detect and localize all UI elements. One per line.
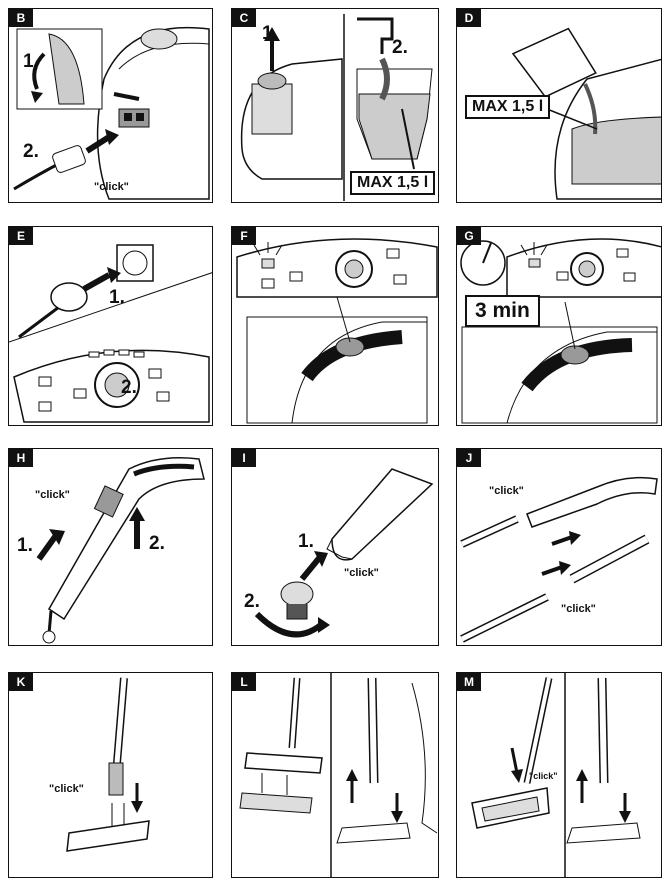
click-label-bottom: "click" bbox=[561, 603, 596, 615]
panel-letter: E bbox=[9, 227, 33, 245]
panel-letter: L bbox=[232, 673, 256, 691]
panel-f-illustration bbox=[236, 238, 438, 424]
panel-letter: J bbox=[457, 449, 481, 467]
panel-g-illustration bbox=[460, 238, 661, 424]
step-1-label: 1. bbox=[17, 535, 33, 556]
panel-g: G 3 min bbox=[456, 226, 662, 426]
panel-c: C 1. 2. MAX 1,5 l bbox=[231, 8, 439, 203]
click-label: "click" bbox=[529, 771, 558, 781]
panel-letter: I bbox=[232, 449, 256, 467]
step-1-label: 1. bbox=[109, 287, 125, 308]
panel-h: H 1. 2. "click" bbox=[8, 448, 213, 646]
step-1-label: 1. bbox=[23, 51, 39, 72]
panel-l: L bbox=[231, 672, 439, 878]
panel-letter: M bbox=[457, 673, 481, 691]
step-1-label: 1. bbox=[262, 23, 278, 44]
panel-k: K "click" bbox=[8, 672, 213, 878]
panel-letter: H bbox=[9, 449, 33, 467]
panel-b-illustration bbox=[13, 26, 210, 200]
panel-e: E 1. 2. bbox=[8, 226, 213, 426]
time-label: 3 min bbox=[465, 295, 540, 327]
step-2-label: 2. bbox=[121, 377, 137, 398]
click-label: "click" bbox=[94, 181, 129, 193]
panel-letter: C bbox=[232, 9, 256, 27]
click-label: "click" bbox=[344, 567, 379, 579]
panel-j-illustration bbox=[460, 476, 658, 643]
max-fill-label: MAX 1,5 l bbox=[350, 171, 436, 195]
panel-m: M "click" bbox=[456, 672, 662, 878]
panel-letter: D bbox=[457, 9, 481, 27]
step-2-label: 2. bbox=[392, 37, 408, 58]
panel-d: D MAX 1,5 l bbox=[456, 8, 662, 203]
panel-b: B 1. 2. "click" bbox=[8, 8, 213, 203]
panel-d-illustration bbox=[511, 27, 661, 200]
max-fill-label: MAX 1,5 l bbox=[465, 95, 551, 119]
panel-letter: F bbox=[232, 227, 256, 245]
step-1-label: 1. bbox=[298, 531, 314, 552]
panel-i-illustration bbox=[254, 468, 434, 638]
panel-h-illustration bbox=[36, 457, 205, 644]
step-2-label: 2. bbox=[244, 591, 260, 612]
panel-l-illustration bbox=[239, 673, 438, 877]
panel-k-illustration bbox=[66, 677, 150, 852]
panel-j: J "click" "click" bbox=[456, 448, 662, 646]
panel-f: F bbox=[231, 226, 439, 426]
panel-letter: B bbox=[9, 9, 33, 27]
panel-i: I 1. 2. "click" bbox=[231, 448, 439, 646]
click-label: "click" bbox=[35, 489, 70, 501]
click-label-top: "click" bbox=[489, 485, 524, 497]
panel-e-illustration bbox=[9, 244, 212, 423]
step-2-label: 2. bbox=[149, 533, 165, 554]
step-2-label: 2. bbox=[23, 141, 39, 162]
panel-letter: G bbox=[457, 227, 481, 245]
click-label: "click" bbox=[49, 783, 84, 795]
panel-c-illustration bbox=[240, 14, 433, 201]
panel-letter: K bbox=[9, 673, 33, 691]
panel-m-illustration bbox=[471, 673, 641, 877]
